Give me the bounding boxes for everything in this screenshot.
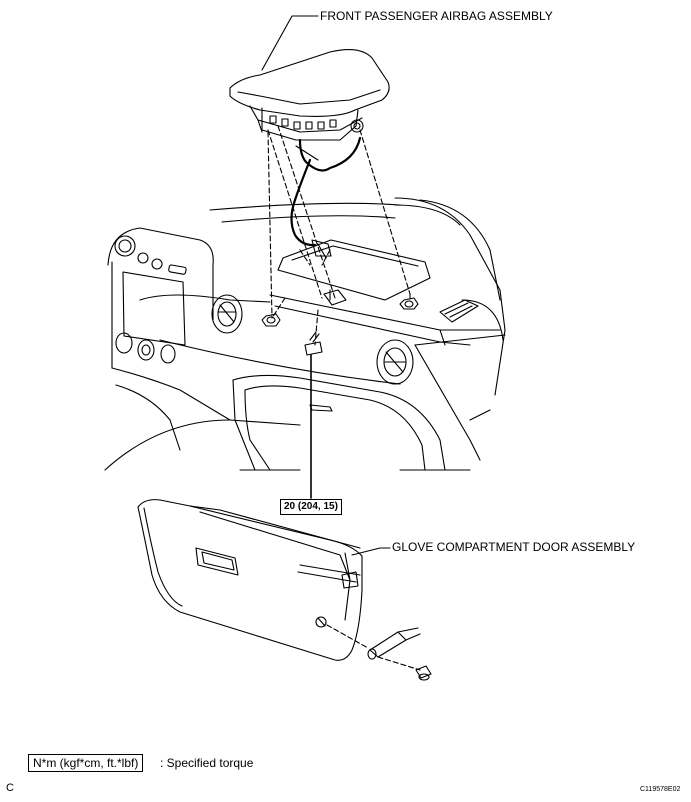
fasteners [261, 297, 419, 499]
alignment-lines [267, 125, 411, 346]
damper-assembly [326, 624, 432, 681]
legend-description: : Specified torque [160, 756, 254, 770]
figure-code: C119578E02 [640, 786, 681, 793]
glove-box-door [137, 499, 363, 661]
corner-letter: C [6, 782, 14, 794]
glove-box-label: GLOVE COMPARTMENT DOOR ASSEMBLY [392, 540, 636, 554]
instrument-panel [104, 197, 506, 471]
torque-value: 20 (204, 15) [280, 499, 342, 515]
leader-lines [261, 15, 391, 556]
airbag-assembly-label: FRONT PASSENGER AIRBAG ASSEMBLY [320, 9, 553, 23]
airbag-module [229, 49, 390, 259]
torque-unit-box: N*m (kgf*cm, ft.*lbf) [28, 754, 144, 772]
